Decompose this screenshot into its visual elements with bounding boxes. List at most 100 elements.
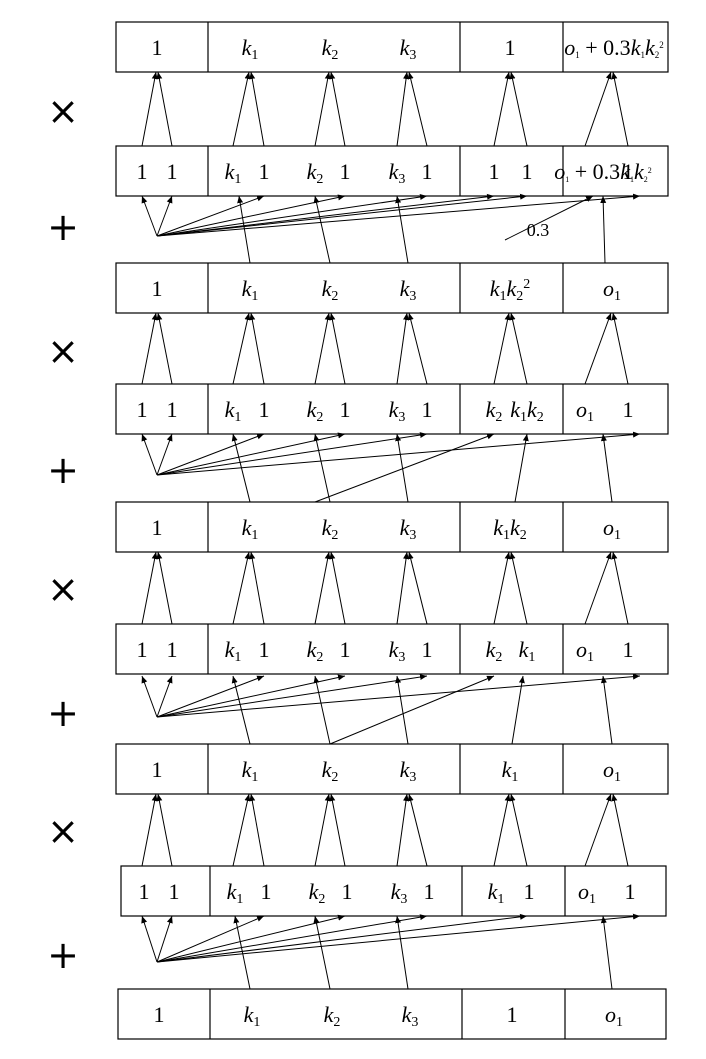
multiply-arrow: [329, 551, 346, 625]
cell-value: o1: [576, 637, 594, 665]
cell-value: 1: [137, 397, 148, 422]
multiply-arrow: [584, 71, 612, 147]
addition-arrow: [395, 915, 409, 990]
addition-fan-arrow: [141, 433, 158, 476]
cell-value: 1: [152, 276, 163, 301]
multiply-arrow: [329, 312, 346, 385]
row-box: [115, 145, 669, 197]
addition-arrow: [600, 915, 613, 990]
multiply-arrow: [509, 312, 528, 385]
cell-value: 1: [154, 1002, 165, 1027]
multiply-arrow: [407, 312, 428, 385]
multiply-arrow: [249, 71, 265, 147]
cell-value: 1: [489, 159, 500, 184]
cell-value: 1: [505, 35, 516, 60]
multiply-arrow: [407, 71, 428, 147]
multiply-arrow: [141, 71, 158, 147]
cell-value: 1: [259, 159, 270, 184]
cell-value: k1k22: [490, 276, 531, 304]
cell-value: k2: [486, 637, 503, 665]
cell-value: k3: [400, 757, 417, 785]
cell-value: k3: [400, 35, 417, 63]
multiply-arrow: [141, 312, 158, 385]
cell-value: k2: [322, 757, 339, 785]
cell-value: k2: [307, 637, 324, 665]
cell-value: k2: [322, 515, 339, 543]
cell-value: k2: [307, 397, 324, 425]
cell-value: 1: [623, 397, 634, 422]
cell-value: 1: [167, 637, 178, 662]
cell-value: 1: [522, 159, 533, 184]
addition-arrow: [314, 433, 495, 503]
multiply-arrow: [314, 312, 331, 385]
cell-value: o1: [603, 276, 621, 304]
cell-value: 1: [340, 397, 351, 422]
multiply-arrow: [493, 312, 511, 385]
cell-value: k1: [502, 757, 519, 785]
cell-value: 1: [342, 879, 353, 904]
cell-value: 1: [422, 159, 433, 184]
cell-value: 1: [259, 397, 270, 422]
cell-value: k1k2: [493, 515, 527, 543]
cell-value: 1: [137, 159, 148, 184]
cell-value: k1: [225, 397, 242, 425]
cell-value: 1: [422, 637, 433, 662]
cell-value: 1: [259, 637, 270, 662]
row-box: [115, 743, 669, 795]
cell-value: k2: [309, 879, 326, 907]
addition-arrow: [313, 915, 331, 990]
addition-arrow: [600, 195, 607, 264]
cell-value: 1: [340, 159, 351, 184]
cell-value: k1: [242, 276, 259, 304]
addition-fan-arrow: [156, 195, 265, 237]
multiply-arrow: [396, 312, 409, 385]
multiply-arrow: [396, 551, 410, 625]
multiply-arrow: [156, 551, 173, 625]
cell-value: k3: [389, 637, 406, 665]
cell-value: o1 + 0.3k1k22: [564, 35, 663, 60]
row-box: [115, 501, 669, 553]
cell-value: o1: [603, 757, 621, 785]
cell-value: k2: [322, 276, 339, 304]
cell-value: k3: [400, 515, 417, 543]
cell-value: k2: [324, 1002, 341, 1030]
multiply-arrow: [509, 793, 528, 867]
cell-value: o1: [603, 515, 621, 543]
multiply-arrow: [509, 71, 528, 147]
multiply-arrow: [141, 793, 158, 867]
multiply-arrow: [407, 551, 428, 625]
addition-fan-arrow: [156, 195, 173, 237]
cell-value: k1: [225, 159, 242, 187]
times-operator: ×: [47, 809, 79, 853]
addition-fan-arrow: [156, 915, 265, 963]
addition-fan-arrow: [156, 193, 528, 237]
addition-arrow: [511, 675, 525, 745]
multiply-arrow: [249, 312, 265, 385]
row-box: [115, 383, 669, 435]
multiply-arrow: [493, 551, 511, 625]
multiply-arrow: [611, 793, 629, 867]
multiply-arrow: [611, 551, 629, 625]
addition-fan-arrow: [156, 432, 428, 476]
addition-fan-arrow: [156, 914, 428, 963]
row-box: [115, 623, 669, 675]
cell-value: k1k2: [510, 397, 544, 425]
addition-arrow: [395, 433, 409, 503]
connections-layer: [141, 71, 641, 990]
weight-label: 0.3: [527, 220, 550, 240]
cell-value: k1: [242, 757, 259, 785]
row-box: [115, 21, 669, 73]
multiply-arrow: [396, 793, 410, 867]
multiply-arrow: [611, 71, 629, 147]
multiply-arrow: [396, 71, 410, 147]
operators-layer: ×+×+×+×+0.3: [47, 89, 549, 977]
cell-value: o1: [576, 397, 594, 425]
cell-value: 1: [169, 879, 180, 904]
cell-value: k2: [322, 35, 339, 63]
